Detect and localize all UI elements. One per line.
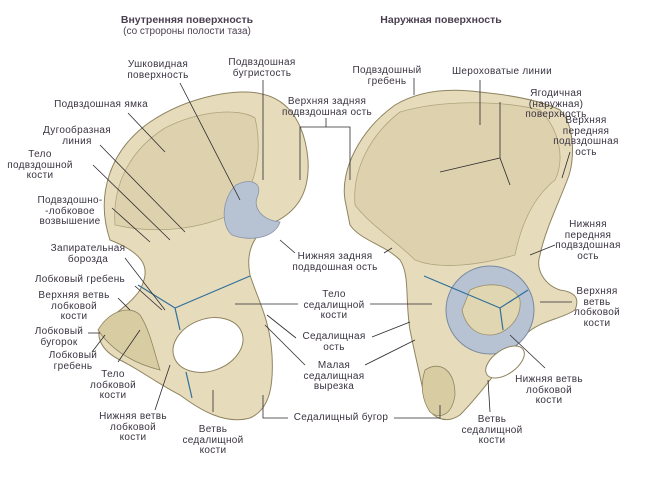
label-ischial-ramus: Ветвь седалищной кости xyxy=(182,424,244,456)
label-ilium-body: Тело подвздошной кости xyxy=(7,149,73,181)
label-outer-ischial-ramus: Ветвь седалищной кости xyxy=(461,414,523,446)
label-auricular-surface: Ушковидная поверхность xyxy=(127,59,189,81)
label-lesser-sciatic-notch: Малая седалищная вырезка xyxy=(303,360,365,392)
outer-title: Наружная поверхность xyxy=(380,14,502,26)
label-pubic-crest: Лобковый гребень xyxy=(34,274,126,285)
label-gluteal-surface: Ягодичная (наружная) поверхность xyxy=(525,88,587,120)
label-posterior-superior-iliac-spine: Верхняя задняя подвздошная ость xyxy=(281,96,373,118)
label-posterior-inferior-iliac-spine: Нижняя задняя подвдошная ость xyxy=(292,251,378,273)
label-ischial-spine: Седалищная ость xyxy=(302,331,366,353)
inner-hip-bone xyxy=(97,91,309,421)
label-inferior-pubic-ramus: Нижняя ветвь лобковой кости xyxy=(99,411,167,443)
inner-title: Внутренняя поверхность xyxy=(120,14,254,26)
label-pubic-crest-2: Лобковый гребень xyxy=(48,350,98,372)
label-ischial-tuberosity: Седалищный бугор xyxy=(293,412,389,423)
label-iliac-tuberosity: Подвздошная бугристость xyxy=(228,57,296,79)
label-pubis-body: Тело лобковой кости xyxy=(89,369,137,401)
label-arcuate-line: Дугообразная линия xyxy=(43,125,111,147)
label-obturator-groove: Запирательная борозда xyxy=(50,243,126,265)
label-iliac-crest: Подвздошный гребень xyxy=(352,65,422,87)
outer-hip-bone xyxy=(343,89,578,420)
label-anterior-superior-iliac-spine: Верхняя передняя подвздошная ость xyxy=(553,115,619,158)
label-pubic-tubercle: Лобковый бугорок xyxy=(34,326,84,348)
inner-subtitle: (со стророны полости таза) xyxy=(123,26,251,37)
label-outer-superior-pubic-ramus: Верхняя ветвь лобковой кости xyxy=(573,286,621,329)
label-rough-lines: Шероховатые линии xyxy=(451,66,553,77)
label-anterior-inferior-iliac-spine: Нижняя передняя подвздошная ость xyxy=(555,219,621,262)
leader-lines xyxy=(88,78,572,419)
label-superior-pubic-ramus: Верхняя ветвь лобковой кости xyxy=(38,290,110,322)
label-ischium-body: Тело седалищной кости xyxy=(303,289,365,321)
label-iliopubic-eminence: Подвздошно- -лобковое возвышение xyxy=(37,195,103,227)
label-outer-inferior-pubic-ramus: Нижняя ветвь лобковой кости xyxy=(515,374,583,406)
label-iliac-fossa: Подвздошная ямка xyxy=(54,99,148,110)
